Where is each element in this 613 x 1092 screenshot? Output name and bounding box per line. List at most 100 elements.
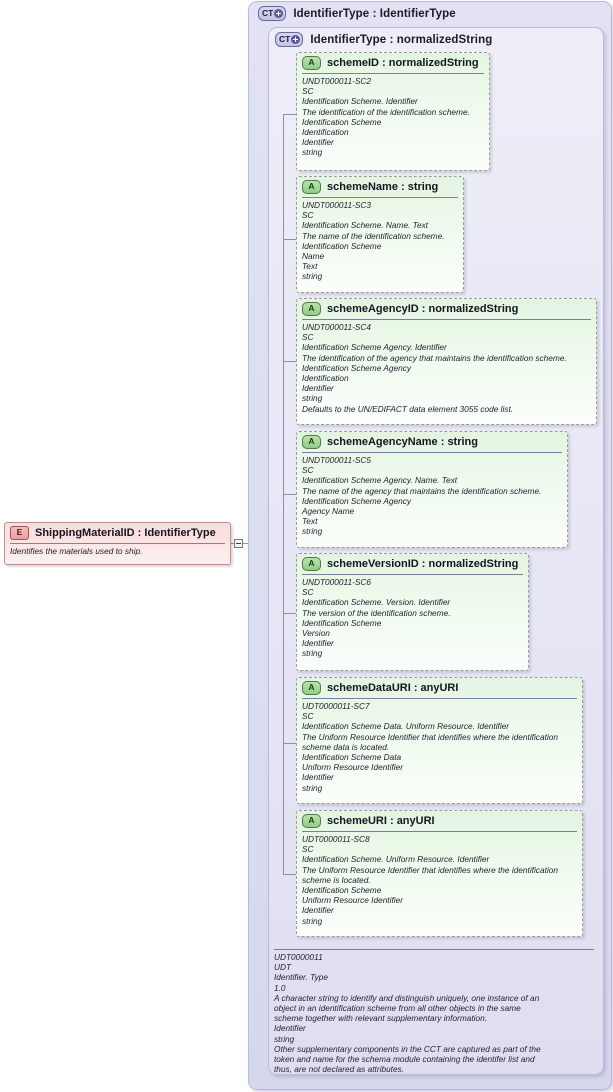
annotation-line: The identification of the agency that ma… bbox=[302, 352, 567, 363]
annotation-line: string bbox=[302, 526, 323, 537]
attribute-box-schemeversionid[interactable]: A schemeVersionID : normalizedString UND… bbox=[296, 553, 529, 671]
annotation-line: Identification Scheme bbox=[302, 885, 382, 896]
attribute-title: schemeAgencyName : string bbox=[327, 436, 478, 448]
divider bbox=[302, 831, 577, 832]
element-box-shippingmaterialid[interactable]: E ShippingMaterialID : IdentifierType Id… bbox=[4, 522, 231, 565]
annotation-line: UNDT000011-SC6 bbox=[302, 577, 372, 587]
element-icon: E bbox=[10, 526, 29, 540]
annotation-line: thus, are not declared as attributes. bbox=[274, 1064, 405, 1075]
attribute-header: A schemeAgencyName : string bbox=[302, 435, 562, 451]
attribute-box-schemedatauri[interactable]: A schemeDataURI : anyURI UDT0000011-SC7 … bbox=[296, 677, 583, 804]
annotation-line: UDT0000011-SC7 bbox=[302, 701, 370, 711]
attribute-annotation: UNDT000011-SC3 SC Identification Scheme.… bbox=[302, 200, 458, 282]
attribute-box-schemeagencyid[interactable]: A schemeAgencyID : normalizedString UNDT… bbox=[296, 298, 597, 425]
divider bbox=[302, 574, 523, 575]
annotation-line: Identification Scheme Data bbox=[302, 752, 402, 763]
expand-plus-icon[interactable] bbox=[291, 35, 301, 44]
connector-branch bbox=[283, 743, 297, 744]
annotation-line: string bbox=[302, 648, 323, 659]
annotation-line: scheme is located. bbox=[302, 874, 371, 885]
annotation-line: SC bbox=[302, 844, 314, 855]
attribute-icon: A bbox=[302, 56, 321, 70]
annotation-line: Identification bbox=[302, 373, 349, 384]
annotation-line: string bbox=[302, 782, 323, 793]
divider bbox=[302, 197, 458, 198]
attribute-icon: A bbox=[302, 814, 321, 828]
attribute-header: A schemeURI : anyURI bbox=[302, 814, 577, 830]
divider bbox=[302, 452, 562, 453]
divider bbox=[274, 949, 594, 950]
annotation-line: string bbox=[302, 393, 323, 404]
annotation-line: Identification bbox=[302, 127, 349, 138]
complextype-annotation-text: UDT0000011 UDT Identifier. Type 1.0 A ch… bbox=[274, 952, 594, 1074]
annotation-line: The name of the agency that maintains th… bbox=[302, 485, 542, 496]
complextype-icon-label: CT bbox=[279, 34, 291, 44]
element-annotation: Identifies the materials used to ship. bbox=[10, 546, 225, 556]
annotation-line: Identification Scheme. Version. Identifi… bbox=[302, 597, 451, 608]
annotation-line: Agency Name bbox=[302, 506, 355, 517]
attribute-header: A schemeID : normalizedString bbox=[302, 56, 484, 72]
annotation-line: Version bbox=[302, 628, 330, 639]
complextype-icon[interactable]: CT bbox=[258, 6, 287, 21]
annotation-line: Identification Scheme Agency. Name. Text bbox=[302, 475, 458, 486]
attribute-icon: A bbox=[302, 681, 321, 695]
element-header: E ShippingMaterialID : IdentifierType bbox=[10, 526, 225, 542]
annotation-line: Identification Scheme Agency bbox=[302, 362, 411, 373]
divider bbox=[302, 698, 577, 699]
attribute-box-schemeid[interactable]: A schemeID : normalizedString UNDT000011… bbox=[296, 52, 490, 171]
annotation-line: A character string to identify and disti… bbox=[274, 992, 540, 1003]
attribute-title: schemeURI : anyURI bbox=[327, 815, 435, 827]
attribute-annotation: UNDT000011-SC5 SC Identification Scheme … bbox=[302, 455, 562, 537]
annotation-line: Defaults to the UN/EDIFACT data element … bbox=[302, 403, 514, 414]
annotation-line: SC bbox=[302, 210, 314, 221]
annotation-line: SC bbox=[302, 332, 314, 343]
attribute-annotation: UNDT000011-SC2 SC Identification Scheme.… bbox=[302, 76, 484, 158]
annotation-line: Identifier bbox=[302, 638, 334, 649]
attribute-box-schemeuri[interactable]: A schemeURI : anyURI UDT0000011-SC8 SC I… bbox=[296, 810, 583, 937]
connector-branch bbox=[283, 874, 297, 875]
annotation-line: Text bbox=[302, 261, 318, 272]
attribute-icon: A bbox=[302, 180, 321, 194]
annotation-line: The Uniform Resource Identifier that ide… bbox=[302, 731, 558, 742]
annotation-line: token and name for the schema module con… bbox=[274, 1054, 535, 1065]
annotation-line: UDT bbox=[274, 962, 292, 973]
attribute-box-schemeagencyname[interactable]: A schemeAgencyName : string UNDT000011-S… bbox=[296, 431, 568, 548]
attribute-box-schemename[interactable]: A schemeName : string UNDT000011-SC3 SC … bbox=[296, 176, 464, 293]
annotation-line: Identification Scheme Agency. Identifier bbox=[302, 342, 447, 353]
complextype-annotation: UDT0000011 UDT Identifier. Type 1.0 A ch… bbox=[270, 947, 598, 1076]
annotation-line: Identifier. Type bbox=[274, 972, 328, 983]
attribute-header: A schemeDataURI : anyURI bbox=[302, 681, 577, 697]
attribute-header: A schemeName : string bbox=[302, 180, 458, 196]
attribute-header: A schemeVersionID : normalizedString bbox=[302, 557, 523, 573]
annotation-line: Identification Scheme bbox=[302, 240, 382, 251]
annotation-line: The identification of the identification… bbox=[302, 106, 470, 117]
annotation-line: object in an identification scheme from … bbox=[274, 1003, 521, 1014]
complextype-outer-header: CT IdentifierType : IdentifierType bbox=[258, 6, 456, 21]
divider bbox=[302, 73, 484, 74]
expand-plus-icon[interactable] bbox=[274, 9, 284, 18]
annotation-line: The name of the identification scheme. bbox=[302, 230, 445, 241]
annotation-line: scheme together with relevant supplement… bbox=[274, 1013, 488, 1024]
attribute-annotation: UDT0000011-SC7 SC Identification Scheme … bbox=[302, 701, 577, 793]
attribute-title: schemeName : string bbox=[327, 181, 439, 193]
annotation-line: string bbox=[302, 147, 323, 158]
complextype-inner-title: IdentifierType : normalizedString bbox=[310, 33, 493, 46]
annotation-line: UNDT000011-SC3 bbox=[302, 200, 372, 210]
element-title: ShippingMaterialID : IdentifierType bbox=[35, 527, 216, 539]
annotation-line: UDT0000011-SC8 bbox=[302, 834, 370, 844]
annotation-line: Other supplementary components in the CC… bbox=[274, 1043, 541, 1054]
attribute-header: A schemeAgencyID : normalizedString bbox=[302, 302, 591, 318]
complextype-inner-header: CT IdentifierType : normalizedString bbox=[275, 32, 492, 47]
connector-branch bbox=[283, 613, 297, 614]
annotation-line: SC bbox=[302, 86, 314, 97]
annotation-line: 1.0 bbox=[274, 982, 286, 993]
attribute-title: schemeAgencyID : normalizedString bbox=[327, 303, 519, 315]
complextype-icon-label: CT bbox=[262, 8, 274, 18]
collapse-toggle-icon[interactable] bbox=[234, 539, 243, 548]
annotation-line: The version of the identification scheme… bbox=[302, 607, 451, 618]
complextype-outer-title: IdentifierType : IdentifierType bbox=[293, 7, 456, 20]
attribute-icon: A bbox=[302, 557, 321, 571]
complextype-icon[interactable]: CT bbox=[275, 32, 304, 47]
annotation-line: Identification Scheme Agency bbox=[302, 495, 411, 506]
annotation-line: string bbox=[302, 271, 323, 282]
